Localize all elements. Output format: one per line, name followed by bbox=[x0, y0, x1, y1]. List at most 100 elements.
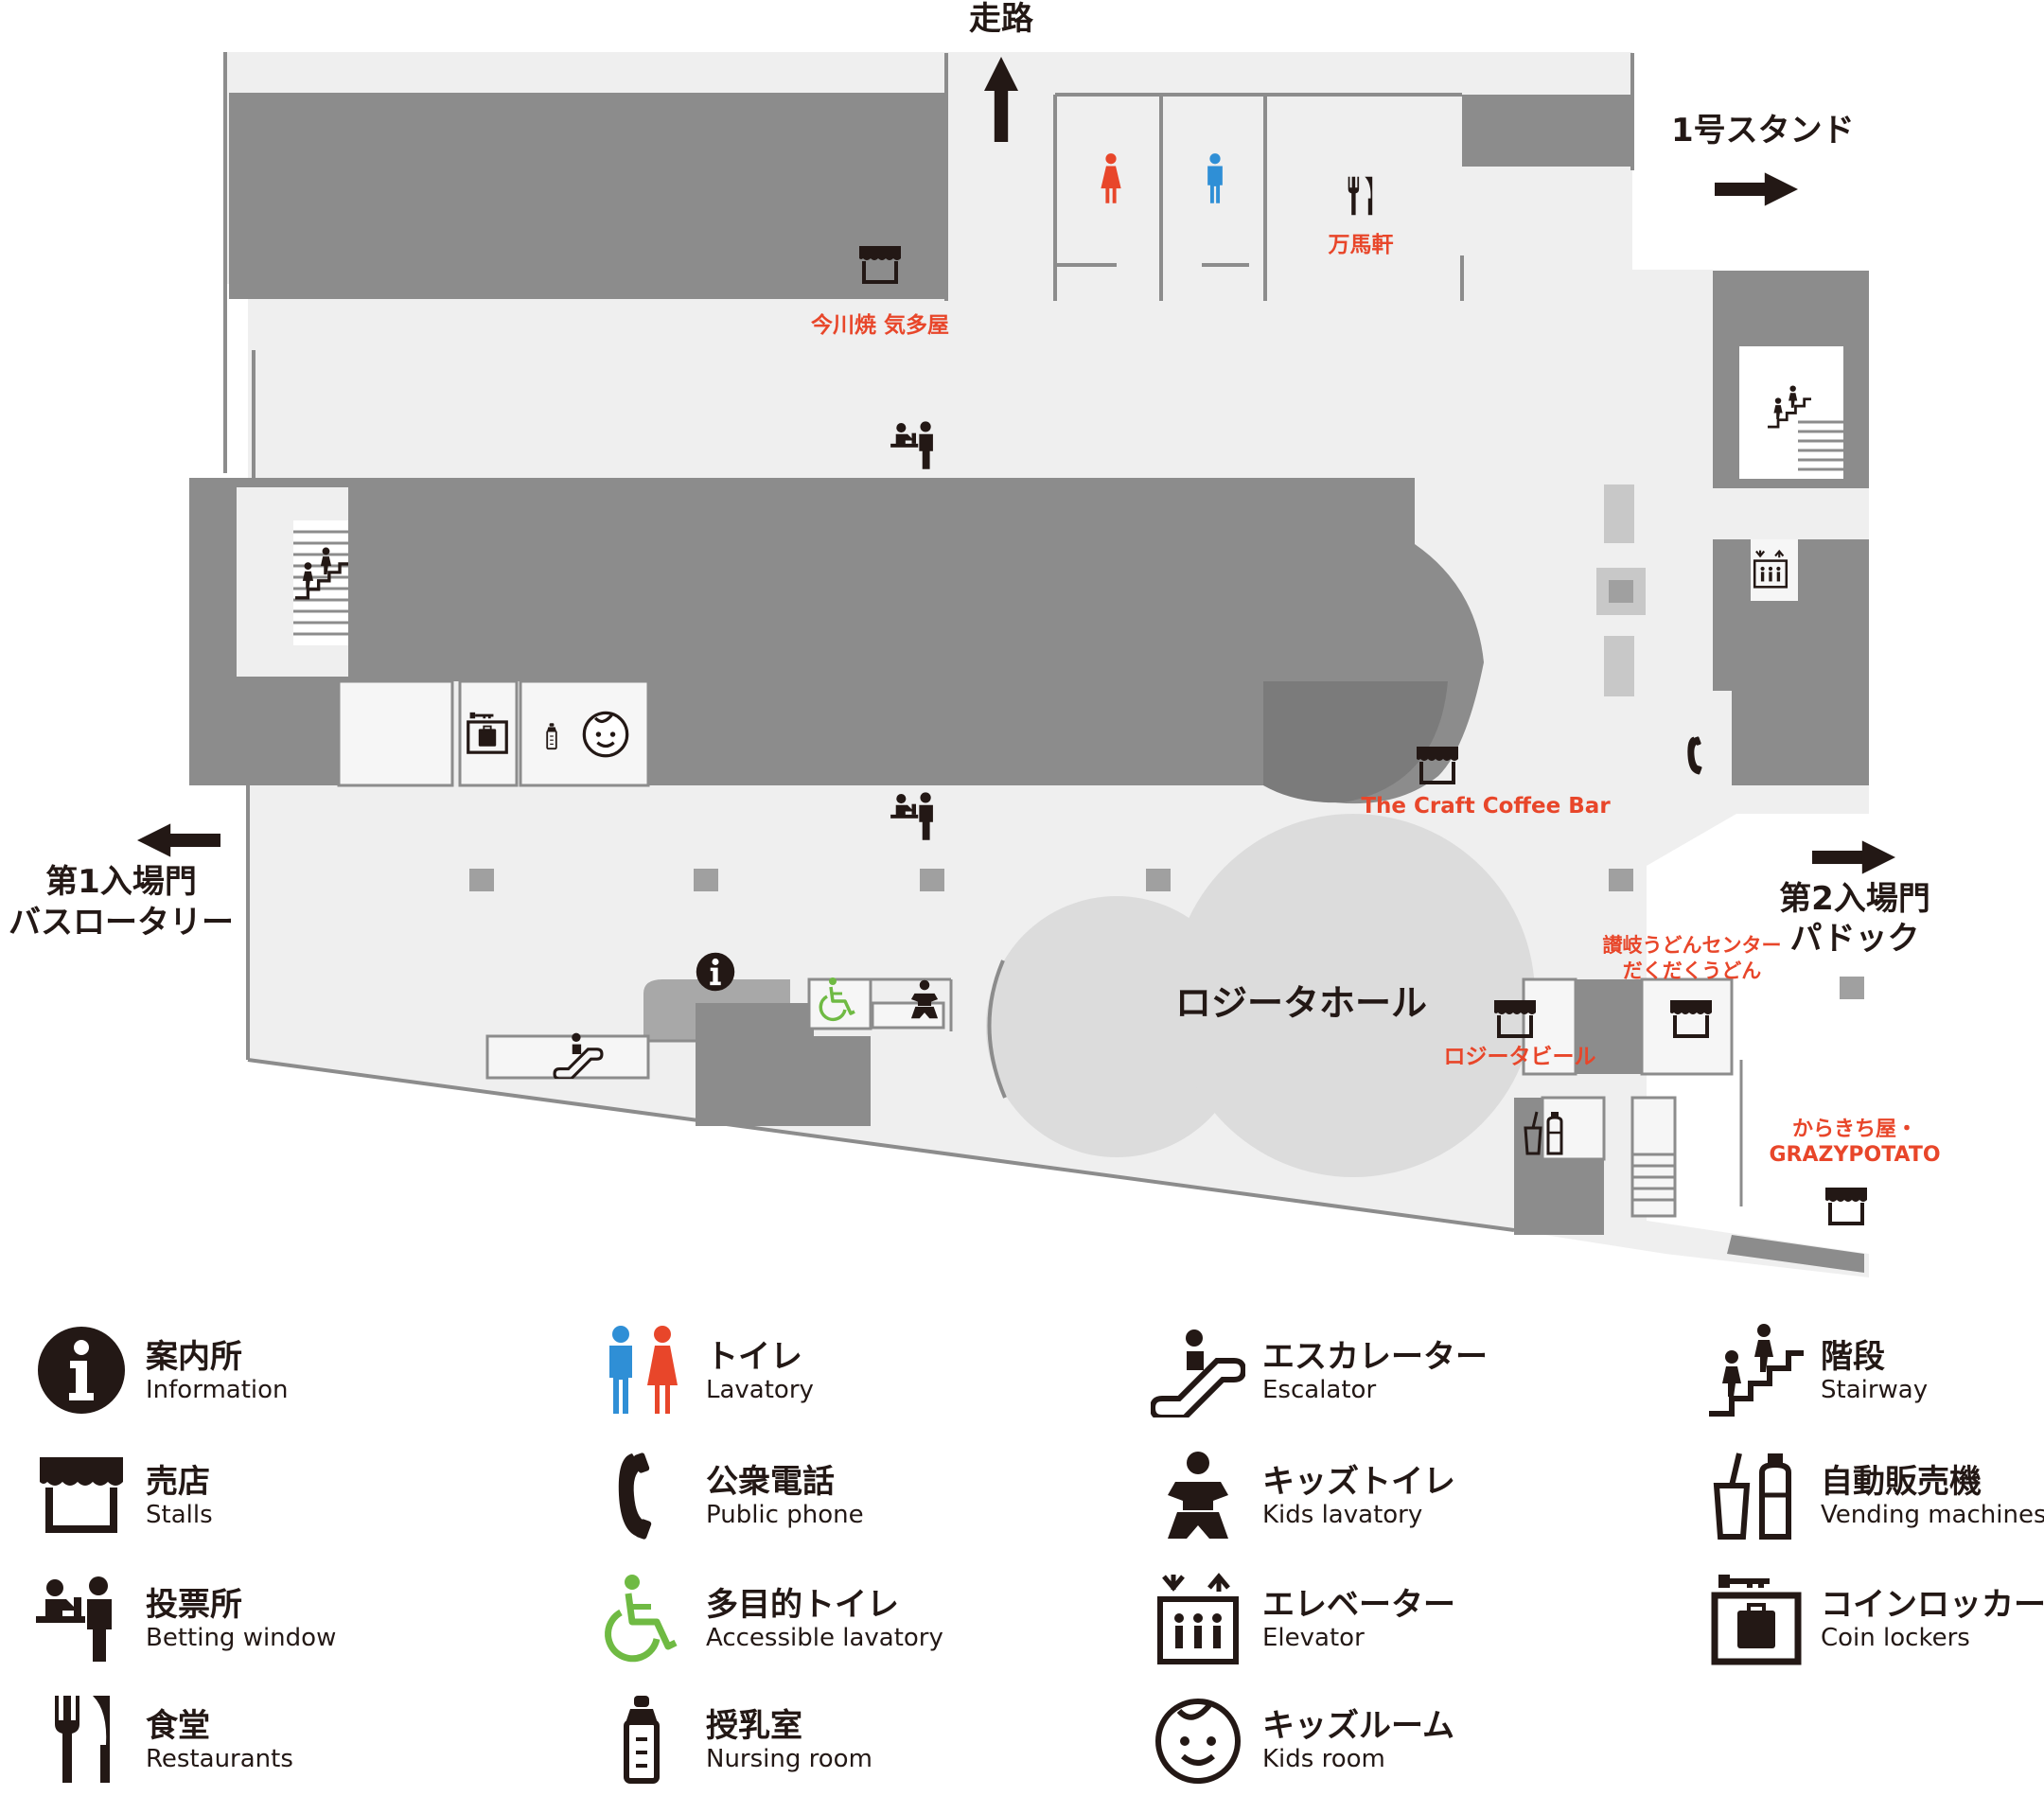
legend-item-kids-lavatory: キッズトイレ Kids lavatory bbox=[1151, 1448, 1643, 1552]
stairway-icon[interactable] bbox=[295, 547, 348, 600]
legend-label-ja: 売店 bbox=[146, 1463, 210, 1501]
legend-item-stalls: 売店 Stalls bbox=[34, 1448, 526, 1552]
legend-label-ja: キッズトイレ bbox=[1262, 1463, 1455, 1501]
coin-locker-icon[interactable] bbox=[466, 705, 509, 760]
kids-room-icon bbox=[1151, 1692, 1245, 1787]
legend-label-ja: 階段 bbox=[1821, 1338, 1885, 1376]
public-phone-icon[interactable] bbox=[1677, 729, 1718, 782]
legend-label-en: Accessible lavatory bbox=[706, 1624, 943, 1652]
legend-label-ja: 食堂 bbox=[146, 1707, 210, 1745]
stall-icon[interactable] bbox=[1667, 995, 1715, 1043]
legend-item-kids-room: キッズルーム Kids room bbox=[1151, 1692, 1643, 1796]
elevator-icon bbox=[1151, 1571, 1245, 1665]
kids-lavatory-icon[interactable] bbox=[904, 975, 945, 1024]
vending-machine-icon[interactable] bbox=[1522, 1109, 1569, 1156]
legend-item-lavatory: トイレ Lavatory bbox=[594, 1323, 1086, 1427]
block-top-right bbox=[1462, 95, 1632, 167]
legend-label-ja: コインロッカー bbox=[1821, 1586, 2044, 1624]
gate2-label-line1: 第2入場門 bbox=[1779, 880, 1930, 918]
floor-map: 走路 1号スタンド 第1入場門 バスロータリー 第2入場門 パドック ロジータホ… bbox=[9, 0, 1941, 1277]
information-icon bbox=[34, 1323, 129, 1417]
legend-item-vending-machines: 自動販売機 Vending machines bbox=[1709, 1448, 2044, 1552]
legend-label-en: Nursing room bbox=[706, 1745, 872, 1773]
restaurant-icon[interactable] bbox=[1339, 168, 1381, 223]
nursing-room-icon bbox=[594, 1692, 689, 1787]
legend-label-en: Kids lavatory bbox=[1262, 1501, 1423, 1529]
public-phone-icon bbox=[594, 1448, 689, 1542]
gate2-label-line2: パドック bbox=[1789, 920, 1920, 958]
vending-machine-icon bbox=[1709, 1448, 1804, 1542]
stall-icon[interactable] bbox=[1414, 742, 1461, 789]
legend-label-en: Kids room bbox=[1262, 1745, 1385, 1773]
legend-label-en: Stalls bbox=[146, 1501, 213, 1529]
runway-label: 走路 bbox=[969, 0, 1033, 38]
female-lavatory-icon[interactable] bbox=[1098, 151, 1124, 206]
legend-label-en: Restaurants bbox=[146, 1745, 293, 1773]
stairway-icon[interactable] bbox=[1768, 380, 1811, 433]
stall-icon[interactable] bbox=[856, 241, 904, 289]
kids-lavatory-icon bbox=[1151, 1448, 1245, 1542]
shop-mabaken: 万馬軒 bbox=[1328, 233, 1394, 257]
shop-karakichi-line1: からきち屋・ bbox=[1791, 1118, 1918, 1141]
legend-item-accessible-lavatory: 多目的トイレ Accessible lavatory bbox=[594, 1571, 1086, 1675]
block-center-arc bbox=[1263, 681, 1448, 803]
legend-label-ja: 公衆電話 bbox=[706, 1463, 835, 1501]
legend-label-ja: 案内所 bbox=[146, 1338, 242, 1376]
shop-craft-coffee: The Craft Coffee Bar bbox=[1361, 794, 1611, 819]
shop-karakichi-line2: GRAZYPOTATO bbox=[1769, 1143, 1941, 1167]
legend-label-ja: 投票所 bbox=[146, 1586, 242, 1624]
restaurant-icon bbox=[34, 1692, 129, 1787]
legend-label-en: Betting window bbox=[146, 1624, 337, 1652]
kids-room-icon[interactable] bbox=[577, 708, 634, 759]
block-left-wall bbox=[189, 478, 348, 785]
legend-label-en: Public phone bbox=[706, 1501, 864, 1529]
legend-label-ja: 自動販売機 bbox=[1821, 1463, 1982, 1501]
arrow-right-icon bbox=[1812, 840, 1895, 874]
legend-item-coin-lockers: コインロッカー Coin lockers bbox=[1709, 1571, 2044, 1675]
betting-window-icon[interactable] bbox=[890, 418, 943, 471]
escalator-icon[interactable] bbox=[549, 1030, 608, 1079]
lower-right-stall-block bbox=[1576, 979, 1642, 1074]
information-icon[interactable] bbox=[695, 951, 736, 993]
legend-label-ja: トイレ bbox=[706, 1338, 802, 1376]
legend-label-en: Coin lockers bbox=[1821, 1624, 1970, 1652]
legend-label-en: Stairway bbox=[1821, 1376, 1929, 1404]
hall-circle-right bbox=[1172, 814, 1535, 1177]
legend-label-en: Lavatory bbox=[706, 1376, 814, 1404]
floor-plan bbox=[189, 52, 1869, 1277]
shop-rosita-beer: ロジータビール bbox=[1443, 1045, 1596, 1069]
hall-label: ロジータホール bbox=[1175, 982, 1428, 1024]
betting-window-icon[interactable] bbox=[890, 789, 943, 842]
shop-udon-line1: 讃岐うどんセンター bbox=[1602, 934, 1782, 957]
male-lavatory-icon[interactable] bbox=[1202, 151, 1228, 206]
stall-icon[interactable] bbox=[1491, 995, 1539, 1043]
stall-icon[interactable] bbox=[1823, 1183, 1870, 1230]
legend-label-ja: キッズルーム bbox=[1262, 1707, 1454, 1745]
legend-item-information: 案内所 Information bbox=[34, 1323, 526, 1427]
betting-window-icon bbox=[34, 1571, 129, 1665]
arrow-left-icon bbox=[137, 823, 220, 857]
legend-label-en: Elevator bbox=[1262, 1624, 1365, 1652]
legend-label-ja: 多目的トイレ bbox=[706, 1586, 899, 1624]
arrow-up-icon bbox=[982, 57, 1020, 142]
shop-imagawayaki: 今川焼 気多屋 bbox=[810, 313, 950, 338]
legend-label-ja: エレベーター bbox=[1262, 1586, 1455, 1624]
shop-udon-line2: だくだくうどん bbox=[1622, 960, 1762, 982]
legend-item-public-phone: 公衆電話 Public phone bbox=[594, 1448, 1086, 1552]
legend-item-nursing-room: 授乳室 Nursing room bbox=[594, 1692, 1086, 1796]
stand1-label: 1号スタンド bbox=[1671, 112, 1855, 150]
stairway-icon bbox=[1709, 1323, 1804, 1417]
accessible-lavatory-icon[interactable] bbox=[814, 975, 861, 1024]
legend-item-betting-window: 投票所 Betting window bbox=[34, 1571, 526, 1675]
legend-item-elevator: エレベーター Elevator bbox=[1151, 1571, 1643, 1675]
stall-icon bbox=[34, 1448, 129, 1542]
block-top-left bbox=[229, 93, 946, 299]
escalator-icon bbox=[1151, 1323, 1245, 1417]
elevator-icon[interactable] bbox=[1751, 542, 1790, 595]
legend-item-restaurants: 食堂 Restaurants bbox=[34, 1692, 526, 1796]
legend-label-en: Vending machines bbox=[1821, 1501, 2044, 1529]
legend-label-ja: 授乳室 bbox=[706, 1707, 802, 1745]
legend-label-en: Escalator bbox=[1262, 1376, 1377, 1404]
nursing-room-icon[interactable] bbox=[537, 712, 566, 761]
accessible-lavatory-icon bbox=[594, 1571, 689, 1665]
